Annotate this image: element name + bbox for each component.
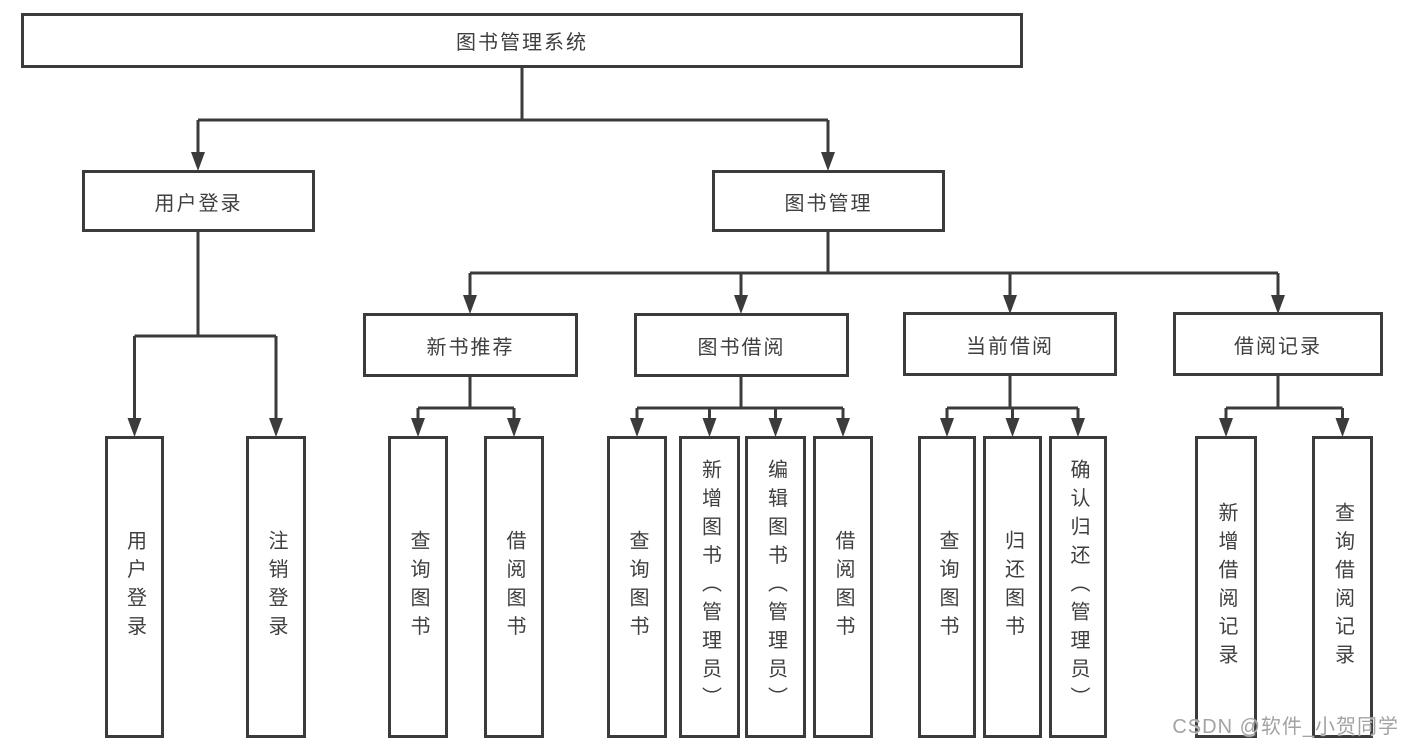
leaf-logout-label: 注销登录 [265, 530, 287, 644]
leaf-edit-books-admin-label: 编辑图书（管理员） [764, 459, 787, 715]
node-book-borrowing-label: 图书借阅 [697, 336, 786, 359]
node-user-login-label: 用户登录 [154, 192, 243, 215]
leaf-confirm-return-admin: 确认归还（管理员） [1049, 436, 1107, 738]
leaf-edit-books-admin: 编辑图书（管理员） [745, 436, 806, 738]
node-book-management-label: 图书管理 [784, 192, 873, 215]
arrowheads [127, 152, 1350, 437]
node-current-borrowing: 当前借阅 [903, 312, 1117, 376]
node-borrowing-records-label: 借阅记录 [1234, 335, 1322, 358]
leaf-borrow-books-borrow: 借阅图书 [813, 436, 873, 738]
node-root: 图书管理系统 [21, 13, 1023, 68]
leaf-logout: 注销登录 [246, 436, 306, 738]
leaf-query-books-borrow: 查询图书 [607, 436, 667, 738]
leaf-add-borrow-record-label: 新增借阅记录 [1215, 501, 1237, 673]
leaf-query-borrow-record-label: 查询借阅记录 [1331, 501, 1354, 673]
leaf-user-login: 用户登录 [105, 436, 164, 738]
leaf-user-login-label: 用户登录 [123, 530, 146, 644]
node-root-label: 图书管理系统 [456, 32, 588, 54]
node-new-book-recommend: 新书推荐 [363, 313, 578, 377]
leaf-query-books-current: 查询图书 [918, 436, 976, 738]
node-new-book-recommend-label: 新书推荐 [426, 336, 515, 359]
leaf-borrow-books-recommend: 借阅图书 [484, 436, 544, 738]
leaf-confirm-return-admin-label: 确认归还（管理员） [1067, 459, 1089, 715]
node-book-management: 图书管理 [712, 170, 945, 232]
leaf-borrow-books-borrow-label: 借阅图书 [832, 530, 854, 644]
node-borrowing-records: 借阅记录 [1173, 312, 1383, 376]
leaf-return-books-label: 归还图书 [1001, 530, 1024, 644]
leaf-borrow-books-recommend-label: 借阅图书 [503, 530, 525, 644]
leaf-add-books-admin: 新增图书（管理员） [679, 436, 740, 738]
node-book-borrowing: 图书借阅 [634, 313, 849, 377]
leaf-return-books: 归还图书 [983, 436, 1042, 738]
leaf-add-books-admin-label: 新增图书（管理员） [698, 459, 721, 715]
leaf-add-borrow-record: 新增借阅记录 [1195, 436, 1257, 738]
leaf-query-books-recommend-label: 查询图书 [407, 530, 429, 644]
node-user-login: 用户登录 [82, 170, 315, 232]
leaf-query-books-borrow-label: 查询图书 [626, 530, 648, 644]
leaf-query-books-current-label: 查询图书 [936, 530, 958, 644]
csdn-watermark: CSDN @软件_小贺同学 [1172, 716, 1399, 738]
leaf-query-books-recommend: 查询图书 [388, 436, 448, 738]
node-current-borrowing-label: 当前借阅 [966, 335, 1054, 358]
leaf-query-borrow-record: 查询借阅记录 [1312, 436, 1373, 738]
